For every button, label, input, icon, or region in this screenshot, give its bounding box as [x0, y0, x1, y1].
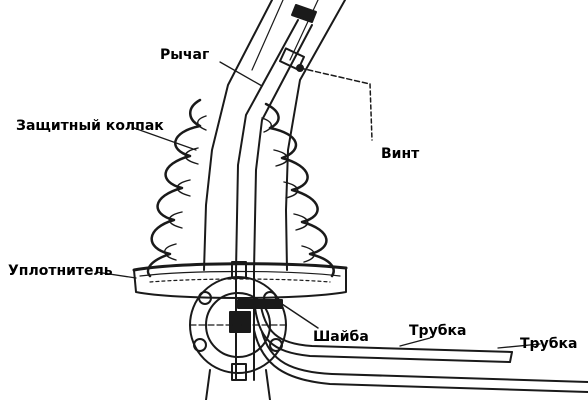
screw-clamp — [278, 47, 373, 141]
label-screw: Винт — [381, 146, 420, 162]
label-washer: Шайба — [313, 329, 369, 345]
tube-2 — [253, 329, 588, 393]
label-protective-boot: Защитный колпак — [16, 118, 164, 134]
tube-1 — [253, 299, 513, 363]
base-bracket — [205, 369, 271, 400]
label-tube-2: Трубка — [520, 336, 578, 352]
protective-boot — [146, 98, 335, 278]
lever-housing — [203, 0, 346, 271]
label-seal: Уплотнитель — [8, 263, 113, 279]
label-tube-1: Трубка — [409, 323, 467, 339]
label-lever: Рычаг — [160, 47, 210, 63]
pivot-assembly — [189, 261, 287, 381]
leader-lines — [95, 61, 541, 349]
